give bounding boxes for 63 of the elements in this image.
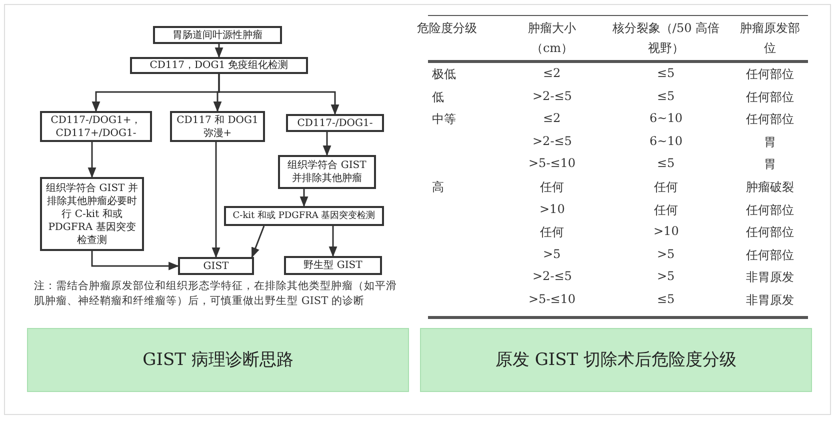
table-value: 高 [432,179,444,196]
table-value: 低 [432,88,444,106]
arrow [91,251,180,270]
table-value: >5-≤10 [528,292,576,306]
arrow [88,142,96,178]
table-value: ≤5 [657,88,675,103]
table-value: >5 [657,269,675,284]
process-box: C-kit 和或 PDGFRA 基因突变检测 [224,206,384,226]
column-header: 核分裂象（/50 高倍视野） [611,20,721,57]
table-value: 任何部位 [746,88,794,106]
table-value: 任何部位 [746,202,794,219]
table-value: 任何 [540,224,564,242]
table-value: >5 [543,246,561,261]
arrow [300,189,308,208]
table-value: >10 [540,202,565,216]
table-value: 胃 [764,156,776,174]
caption-banner: GIST 病理诊断思路 [27,328,409,392]
table-value: 任何部位 [746,224,794,242]
table-value: 任何 [654,179,678,196]
process-box: CD117-/DOG1+，CD117+/DOG1- [40,111,152,142]
arrow [214,44,224,58]
arrow [322,132,332,156]
caption-banner: 原发 GIST 切除术后危险度分级 [420,328,812,392]
process-box: 胃肠道间叶源性肿瘤 [153,26,282,44]
table-value: 6~10 [650,111,682,126]
table-value: 任何 [654,202,678,219]
table-value: 任何 [540,179,564,196]
process-box: CD117 和 DOG1 弥漫+ [170,111,265,142]
table-value: 胃 [764,134,776,151]
column-header: 肿瘤大小（cm） [527,20,577,57]
arrow [212,142,220,258]
process-box: 组织学符合 GIST 并排除其他肿瘤 [278,155,376,189]
process-box: GIST [178,257,254,275]
arrow [328,226,338,258]
table-value: ≤5 [657,156,675,170]
table-value: 极低 [432,66,456,83]
table-value: 中等 [432,111,456,128]
process-box: 组织学符合 GIST 并排除其他肿瘤必要时行 C-kit 和或 PDGFRA 基因突变检查测 [40,177,144,251]
table-value: 非胃原发 [746,292,794,309]
table-value: ≤5 [657,66,675,80]
process-box: CD117-/DOG1- [286,114,384,132]
note-text: 注：需结合肿瘤原发部位和组织形态学特征，在排除其他类型肿瘤（如平滑肌肿瘤、神经鞘瘤和纤维瘤等）后，可慎重做出野生型 GIST 的诊断 [34,279,398,309]
table-value: >2-≤5 [532,88,572,103]
column-header: 危险度分级 [416,20,478,37]
process-box: CD117，DOG1 免疫组化检测 [130,57,308,74]
table-value: 任何部位 [746,66,794,83]
table-value: >5 [657,246,675,261]
table-value: >10 [654,224,679,238]
table-value: ≤5 [657,292,675,306]
table-value: 任何部位 [746,246,794,264]
column-header: 肿瘤原发部位 [739,20,801,57]
arrow [251,226,265,258]
table-value: ≤2 [543,111,561,126]
table-value: 任何部位 [746,111,794,128]
process-box: 野生型 GIST [284,256,382,275]
table-value: 肿瘤破裂 [746,179,794,196]
table-value: >2-≤5 [532,134,572,148]
table-value: >2-≤5 [532,269,572,284]
table-value: 6~10 [650,134,682,148]
table-value: 非胃原发 [746,269,794,286]
table-value: ≤2 [543,66,561,80]
arrow [218,74,340,116]
table-value: >5-≤10 [528,156,576,170]
